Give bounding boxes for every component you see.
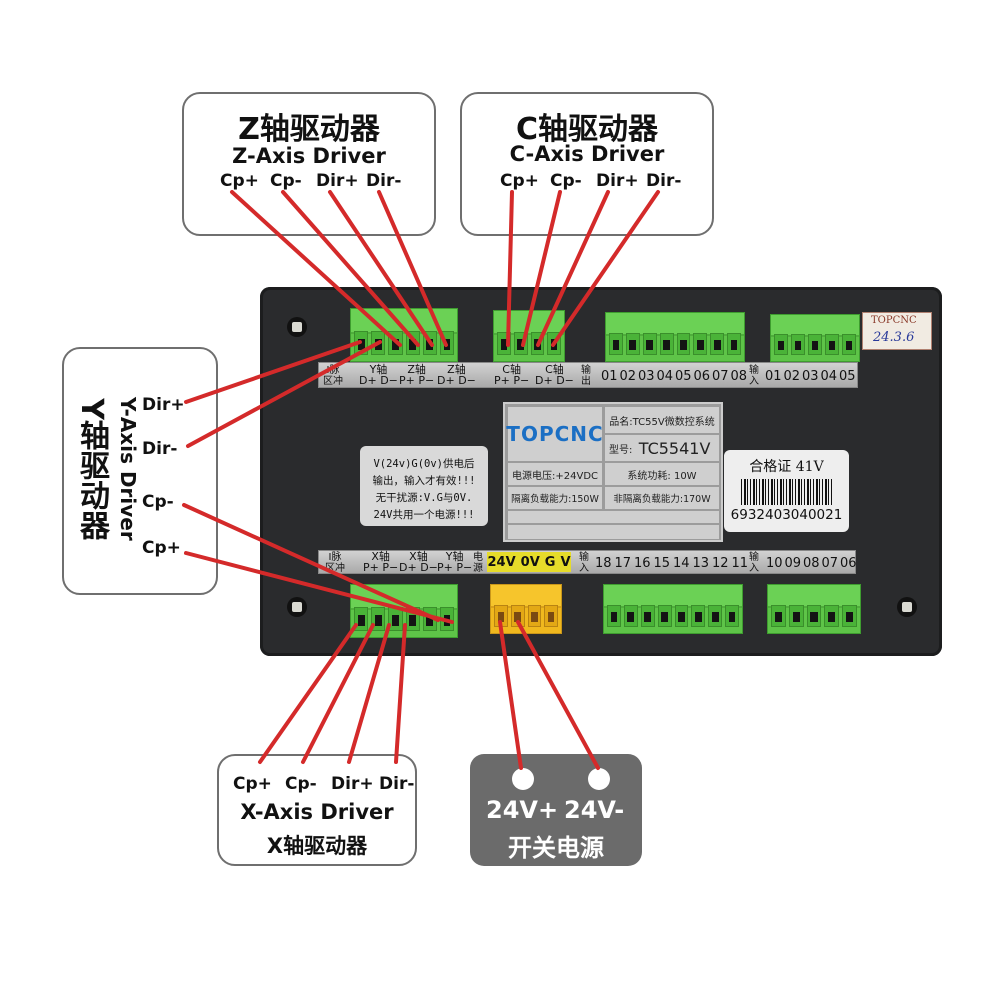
terminal-number-label: 04 — [820, 369, 838, 384]
terminal-number-label: 03 — [638, 369, 655, 384]
terminal-number-label: 14 — [673, 556, 690, 571]
switching-power-supply-callout: 24V+ 24V- 开关电源 — [470, 754, 642, 866]
terminal-block-inputs-10-06[interactable] — [767, 584, 861, 634]
c-axis-driver-callout: C轴驱动器 C-Axis Driver Cp+ Cp- Dir+ Dir- — [460, 92, 714, 236]
terminal-block-c-axis[interactable] — [493, 310, 565, 362]
screw-icon — [287, 317, 307, 337]
certificate-label: 合格证 41V 6932403040021 — [724, 450, 849, 532]
terminal-number-label: 07 — [712, 369, 729, 384]
terminal-number-label: 06 — [693, 369, 711, 384]
barcode-icon — [740, 479, 833, 505]
terminal-number-label: 03 — [802, 369, 819, 384]
terminal-number-label: 02 — [619, 369, 637, 384]
brand-logo: TOPCNC — [506, 407, 603, 461]
terminal-number-label: 10 — [766, 556, 783, 571]
terminal-number-label: 07 — [821, 556, 839, 571]
x-axis-driver-callout: Cp+ Cp- Dir+ Dir- X-Axis Driver X轴驱动器 — [217, 754, 417, 866]
terminal-block-inputs-18-11[interactable] — [603, 584, 743, 634]
terminal-number-label: 09 — [784, 556, 802, 571]
terminal-number-label: 01 — [601, 369, 618, 384]
terminal-block-xy-axis[interactable] — [350, 584, 458, 638]
terminal-block-inputs-01-05[interactable] — [770, 314, 860, 362]
terminal-number-label: 12 — [712, 556, 729, 571]
terminal-block-outputs[interactable] — [605, 312, 745, 362]
terminal-dot-icon — [588, 768, 610, 790]
terminal-number-label: 08 — [803, 556, 820, 571]
terminal-number-label: 16 — [634, 556, 651, 571]
terminal-number-label: 06 — [840, 556, 857, 571]
terminal-block-yz-axis[interactable] — [350, 308, 458, 362]
terminal-dot-icon — [512, 768, 534, 790]
terminal-number-label: 15 — [653, 556, 671, 571]
terminal-number-label: 08 — [730, 369, 748, 384]
terminal-number-label: 13 — [692, 556, 710, 571]
screw-icon — [897, 597, 917, 617]
terminal-number-label: 05 — [839, 369, 856, 384]
power-warning-label: V(24v)G(0v)供电后 输出，输入才有效!!! 无干扰源:V.G与0V. … — [360, 446, 488, 526]
z-axis-driver-callout: Z轴驱动器 Z-Axis Driver Cp+ Cp- Dir+ Dir- — [182, 92, 436, 236]
terminal-number-label: 17 — [614, 556, 632, 571]
inspection-sticker: TOPCNC 24.3.6 — [862, 312, 932, 350]
terminal-number-label: 01 — [765, 369, 782, 384]
terminal-block-power[interactable] — [490, 584, 562, 634]
screw-icon — [287, 597, 307, 617]
terminal-number-label: 04 — [656, 369, 674, 384]
terminal-number-label: 11 — [731, 556, 749, 571]
terminal-number-label: 05 — [675, 369, 692, 384]
nameplate: TOPCNC 品名:TC55V微数控系统 型号: TC5541V 电源电压:+2… — [503, 402, 723, 542]
terminal-number-label: 18 — [595, 556, 612, 571]
terminal-number-label: 02 — [783, 369, 801, 384]
y-axis-driver-callout: Y轴驱动器 Y-Axis Driver Dir+ Dir- Cp- Cp+ — [62, 347, 218, 595]
